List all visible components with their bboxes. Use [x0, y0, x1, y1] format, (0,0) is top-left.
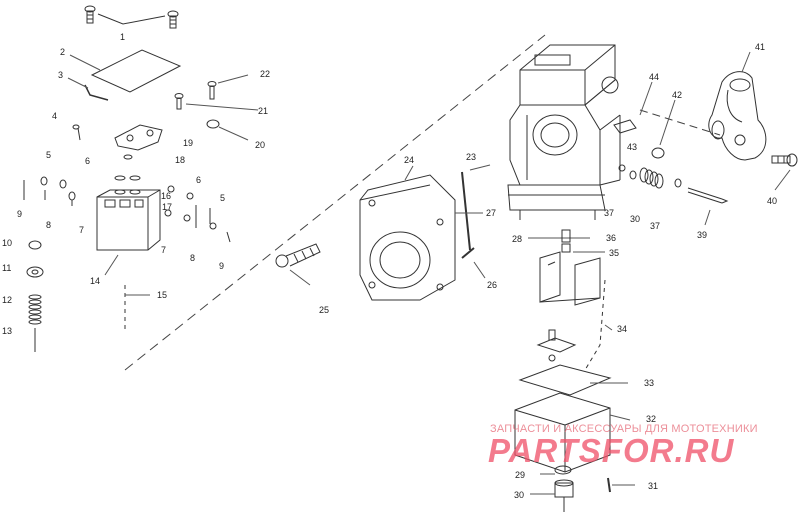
callout-9b: 9 — [219, 261, 225, 271]
callout-25: 25 — [319, 305, 330, 315]
callout-3: 3 — [58, 70, 64, 80]
wire-3 — [84, 84, 109, 101]
callout-36: 36 — [606, 233, 617, 243]
callout-7: 7 — [79, 225, 85, 235]
screw-1a — [84, 5, 96, 24]
phantom-divider-line — [124, 34, 546, 371]
callout-41: 41 — [755, 42, 766, 52]
callout-2: 2 — [60, 47, 66, 57]
screw-1b — [167, 10, 179, 29]
callout-18: 18 — [175, 155, 186, 165]
callout-1: 1 — [120, 32, 126, 42]
callout-8b: 8 — [190, 253, 196, 263]
callout-26: 26 — [487, 280, 498, 290]
callout-5b: 5 — [220, 193, 226, 203]
callout-31: 31 — [648, 481, 659, 491]
float-35 — [539, 251, 601, 306]
callout-37: 37 — [604, 208, 615, 218]
pin-26 — [461, 247, 475, 259]
callout-11: 11 — [2, 263, 12, 273]
callout-44: 44 — [649, 72, 660, 82]
screw-31 — [607, 477, 611, 493]
float-bowl-32 — [514, 392, 611, 473]
screw-25 — [275, 243, 321, 268]
callout-5: 5 — [46, 150, 52, 160]
screw-40 — [771, 153, 798, 167]
callout-7b: 7 — [161, 245, 167, 255]
callout-40: 40 — [767, 196, 778, 206]
callout-4: 4 — [52, 111, 58, 121]
callout-43: 43 — [627, 142, 638, 152]
callout-10: 10 — [2, 238, 13, 248]
screw-22 — [207, 81, 217, 100]
callout-37b: 37 — [650, 221, 661, 231]
nut-20 — [206, 119, 220, 129]
callout-23: 23 — [466, 152, 477, 162]
callout-39: 39 — [697, 230, 708, 240]
callout-16: 16 — [161, 191, 172, 201]
clip-18 — [123, 154, 133, 160]
screw-39 — [687, 187, 729, 204]
callout-17: 17 — [162, 202, 173, 212]
callout-6: 6 — [85, 156, 91, 166]
needle-seat — [536, 329, 577, 362]
callout-30b: 30 — [630, 214, 641, 224]
block-14 — [96, 189, 161, 251]
bracket-19 — [114, 124, 163, 151]
housing-41 — [708, 71, 767, 161]
callout-22: 22 — [260, 69, 271, 79]
bolt-4 — [72, 124, 81, 141]
washer-10 — [28, 240, 42, 250]
ring-43 — [618, 164, 626, 172]
callout-13: 13 — [2, 326, 13, 336]
callout-29: 29 — [515, 470, 526, 480]
callout-19: 19 — [183, 138, 194, 148]
leader-1 — [97, 13, 166, 25]
washer-11 — [26, 266, 44, 278]
watermark-caption: ЗАПЧАСТИ И АКСЕССУАРЫ ДЛЯ МОТОТЕХНИКИ — [490, 423, 758, 435]
gasket-plate-2 — [90, 49, 182, 93]
callout-33: 33 — [644, 378, 655, 388]
callout-35: 35 — [609, 248, 620, 258]
callout-32: 32 — [646, 414, 657, 424]
callout-21: 21 — [258, 106, 269, 116]
callout-8: 8 — [46, 220, 52, 230]
callout-9: 9 — [17, 209, 23, 219]
callout-14: 14 — [90, 276, 101, 286]
callout-24: 24 — [404, 155, 415, 165]
spring-38 — [639, 167, 664, 189]
callout-20: 20 — [255, 140, 266, 150]
watermark-brand[interactable]: PARTSFOR.RU — [488, 432, 735, 469]
callout-6b: 6 — [196, 175, 202, 185]
callout-15: 15 — [157, 290, 168, 300]
flange-24 — [359, 174, 456, 301]
gasket-23 — [461, 171, 471, 251]
callout-30: 30 — [514, 490, 525, 500]
phantom-axis-line — [639, 109, 721, 136]
spring-12 — [28, 294, 42, 325]
callout-28: 28 — [512, 234, 523, 244]
callout-42: 42 — [672, 90, 683, 100]
cap-42 — [651, 147, 665, 159]
callout-34: 34 — [617, 324, 628, 334]
drain-fitting-30 — [554, 479, 574, 512]
carburetor-body — [507, 44, 621, 220]
callout-12: 12 — [2, 295, 13, 305]
callout-27: 27 — [486, 208, 497, 218]
gasket-33 — [518, 364, 612, 396]
screw-21 — [174, 93, 184, 110]
